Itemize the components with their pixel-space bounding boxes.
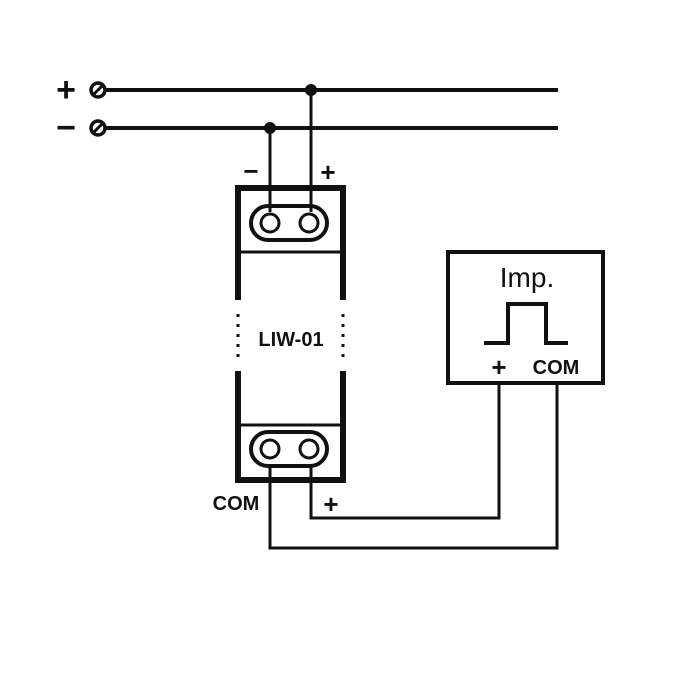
plus-junction-dot [305, 84, 317, 96]
impulse-plus-label: + [491, 352, 506, 382]
impulse-com-label: COM [533, 357, 580, 379]
device-top-terminal-block [235, 185, 346, 300]
supply-plus-terminal-icon [89, 81, 107, 99]
device-bottom-plus-label: + [323, 489, 338, 519]
impulse-box-title: Imp. [500, 262, 554, 293]
supply-plus-label: + [56, 71, 76, 109]
plus-signal-wire [309, 383, 501, 520]
device-name-label: LIW-01 [258, 329, 323, 351]
device-top-minus-label: − [243, 156, 258, 186]
minus-junction-dot [264, 122, 276, 134]
device-bottom-terminal-block [235, 371, 346, 483]
device-bottom-com-label: COM [213, 493, 260, 515]
device-top-plus-label: + [320, 157, 335, 187]
supply-minus-terminal-icon [89, 119, 107, 137]
supply-minus-label: − [56, 109, 76, 147]
impulse-box [446, 250, 605, 385]
impulse-pulse-icon [484, 302, 568, 345]
device-dotted-sides [236, 314, 345, 360]
com-signal-wire [268, 383, 559, 550]
